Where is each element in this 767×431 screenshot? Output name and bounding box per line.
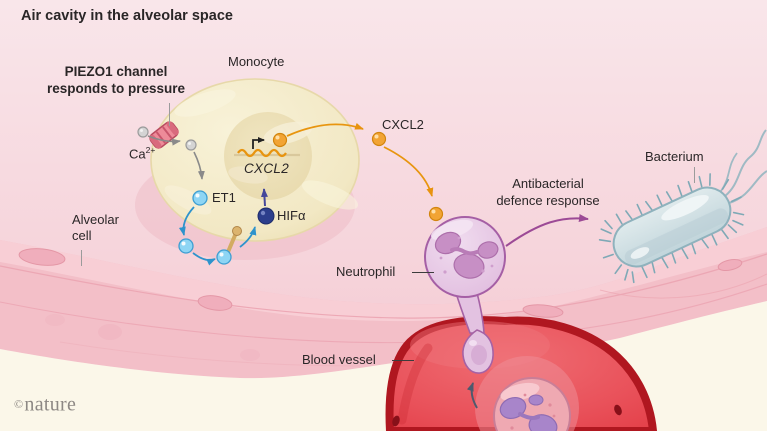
piezo1-line2: responds to pressure [46, 81, 186, 96]
et1-molecule-bound [216, 249, 232, 265]
calcium-label: Ca2+ [129, 142, 155, 162]
et1-molecule [178, 238, 194, 254]
antibacterial-line1: Antibacterial [512, 176, 584, 191]
gene-squiggle [237, 148, 287, 158]
cxcl2-molecule [371, 131, 387, 147]
transcription-arrow [252, 137, 265, 149]
piezo1-annotation: PIEZO1 channel responds to pressure [30, 63, 202, 97]
alveolar-cell-annotation: Alveolar cell [72, 212, 119, 244]
blood-vessel-label: Blood vessel [302, 352, 376, 367]
piezo1-pointer-line [169, 103, 171, 126]
et1-pathway [178, 190, 257, 266]
antibacterial-line2: defence response [496, 192, 600, 208]
calcium-ions [137, 126, 205, 180]
calcium-charge: 2+ [145, 145, 156, 155]
alveolar-cell-nucleus [197, 295, 233, 311]
alveolar-cell-nucleus [18, 248, 66, 266]
pili [598, 173, 745, 284]
bacterium-pointer-line [694, 167, 696, 183]
antibacterial-annotation: Antibacterial defence response [486, 176, 610, 209]
cxcl2-gene-label: CXCL2 [244, 161, 290, 176]
alveolar-pointer-line [81, 250, 83, 266]
bacterium-cell [598, 129, 767, 284]
nature-logo: ©nature [14, 393, 77, 416]
et1-label: ET1 [212, 190, 236, 205]
neutrophil-cell [424, 216, 506, 298]
flagellum [724, 129, 767, 197]
calcium-symbol: Ca [129, 146, 146, 162]
alveolar-line1: Alveolar [72, 212, 119, 227]
neutrophil-pointer-line [412, 272, 434, 274]
neutrophil-in-vessel [493, 377, 571, 431]
cxcl2-protein-label: CXCL2 [382, 117, 424, 132]
nature-wordmark: nature [24, 393, 77, 416]
monocyte-label: Monocyte [228, 54, 285, 69]
copyright-symbol: © [14, 397, 24, 411]
antibacterial-response-arrow [505, 213, 589, 247]
alveolar-cell-nucleus [717, 259, 743, 271]
neutrophil-label: Neutrophil [336, 264, 396, 279]
cxcl2-molecule [428, 206, 444, 222]
et1-molecule [192, 190, 208, 206]
alveolar-cell-nucleus [522, 304, 564, 318]
hif-alpha-molecule [257, 188, 275, 225]
hif-alpha-label: HIFα [277, 208, 306, 223]
alveolar-line2: cell [72, 228, 92, 243]
et1-receptor-icon [226, 231, 238, 254]
cxcl2-secretion [286, 122, 444, 222]
blood-vessel-pointer-line [392, 360, 414, 362]
cxcl2-molecule [272, 132, 288, 148]
piezo1-line1: PIEZO1 channel [64, 64, 168, 79]
bacterium-label: Bacterium [645, 149, 704, 164]
migration-arrow [466, 382, 478, 409]
figure-title: Air cavity in the alveolar space [21, 8, 233, 24]
neutrophil-transmigration [453, 288, 494, 374]
cxcl2-gene-glyph [234, 132, 300, 158]
